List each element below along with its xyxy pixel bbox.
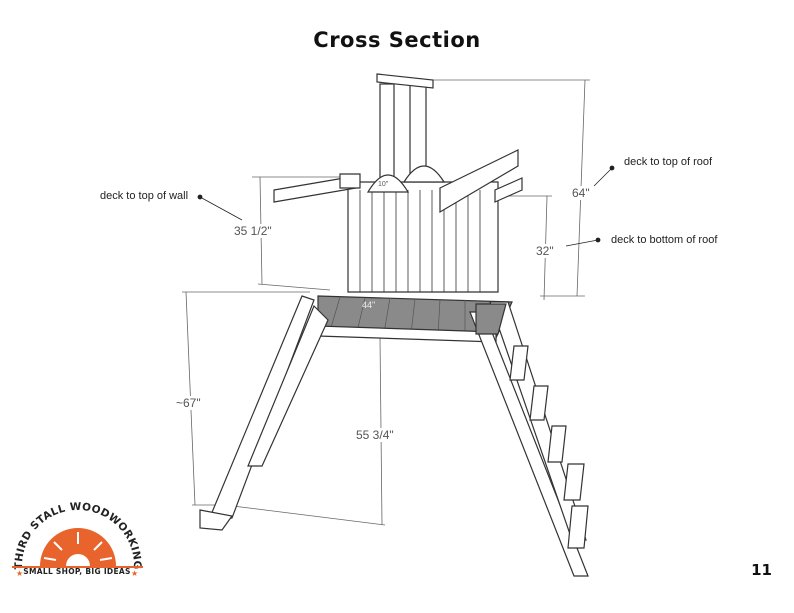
star-right-icon: ★ [131,569,138,578]
roof-bottom-height-dimension: 32" [536,244,554,258]
playhouse-structure [199,73,589,577]
deck-to-top-of-wall-label: deck to top of wall [100,190,189,202]
slide-length-dimension: ~67" [176,396,201,410]
annotation-leaders [197,165,615,247]
deck-to-bottom-of-roof-label: deck to bottom of roof [611,234,718,246]
third-stall-woodworking-logo: THIRD STALL WOODWORKING ★ ★ [12,501,143,578]
roof-top-height-dimension: 64" [572,186,590,200]
arch-width-dimension: 10" [378,181,389,188]
logo-tagline: SMALL SHOP, BIG IDEAS [23,567,131,576]
deck-to-top-of-roof-label: deck to top of roof [624,156,713,168]
deck-width-dimension: 44" [362,300,376,310]
page-number: 11 [751,561,772,579]
wall-height-dimension: 35 1/2" [234,224,272,238]
deck-height-dimension: 55 3/4" [356,428,394,442]
page-title: Cross Section [313,28,481,52]
star-left-icon: ★ [16,569,23,578]
